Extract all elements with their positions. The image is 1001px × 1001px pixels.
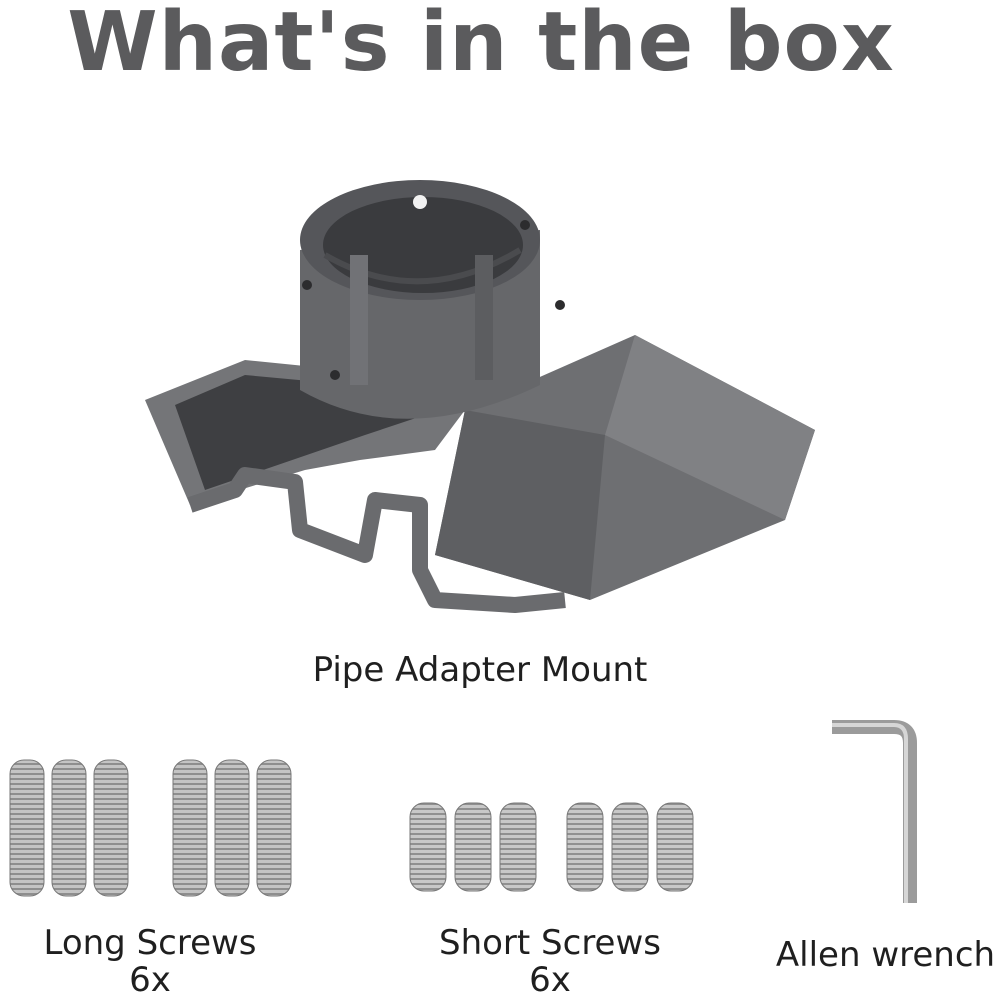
pipe-adapter-mount-image (145, 180, 815, 613)
long-screws-qty: 6x (129, 960, 171, 1001)
allen-wrench-caption: Allen wrench (775, 935, 996, 975)
long-screws-caption: Long Screws 6x (0, 923, 300, 1001)
short-screws-image (409, 802, 694, 892)
long-screws-image (9, 759, 292, 897)
short-screws-caption: Short Screws 6x (400, 923, 700, 1001)
short-screws-label: Short Screws (439, 923, 661, 963)
short-screws-qty: 6x (529, 960, 571, 1001)
long-screws-label: Long Screws (43, 923, 257, 963)
allen-wrench-image (832, 720, 917, 903)
mount-caption: Pipe Adapter Mount (312, 650, 648, 690)
page-title: What's in the box (67, 0, 895, 90)
